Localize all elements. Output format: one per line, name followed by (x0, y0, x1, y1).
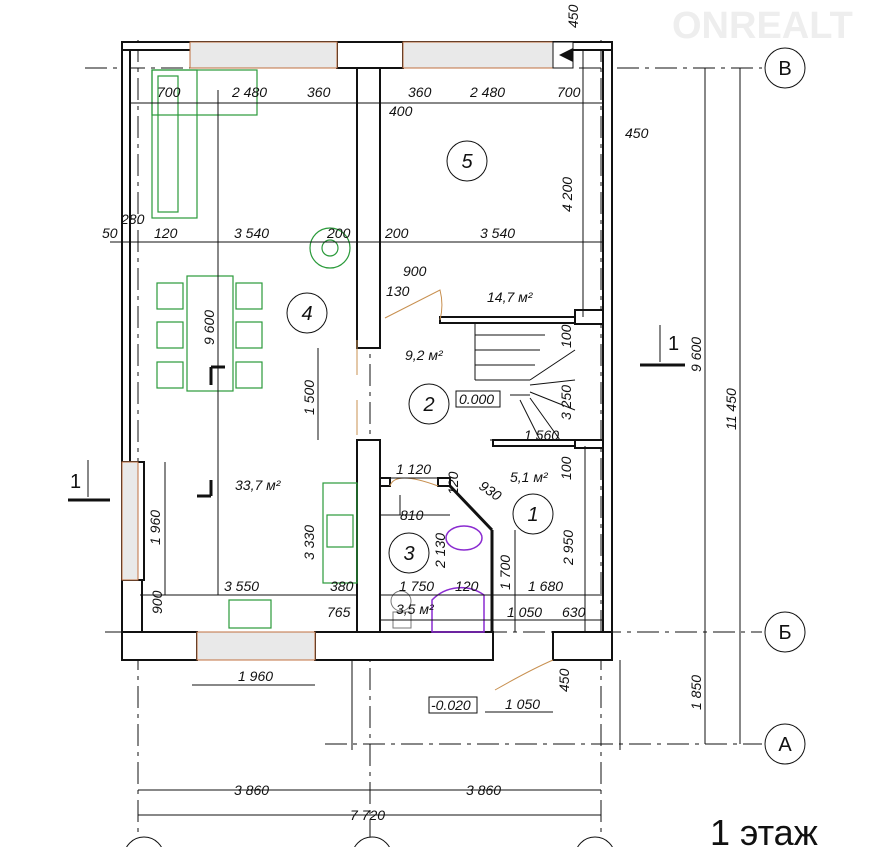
svg-text:380: 380 (330, 578, 354, 594)
svg-text:700: 700 (557, 84, 581, 100)
walls (121, 41, 613, 661)
room-3: 3 3,5 м² (388, 532, 435, 617)
svg-text:-0.020: -0.020 (431, 697, 471, 713)
svg-text:3 540: 3 540 (480, 225, 515, 241)
svg-text:9 600: 9 600 (201, 310, 217, 345)
dimension-texts: 700 2 480 360 400 360 2 480 700 450 450 … (102, 4, 739, 823)
svg-text:280: 280 (120, 211, 145, 227)
svg-text:5,1 м²: 5,1 м² (510, 469, 549, 485)
svg-text:2 480: 2 480 (469, 84, 505, 100)
svg-text:4 200: 4 200 (559, 177, 575, 212)
svg-text:810: 810 (400, 507, 424, 523)
svg-text:33,7 м²: 33,7 м² (235, 477, 282, 493)
svg-text:450: 450 (556, 668, 572, 692)
room-5: 5 14,7 м² (446, 140, 534, 305)
svg-text:1: 1 (70, 471, 81, 493)
staircase (474, 323, 576, 441)
svg-text:3 330: 3 330 (301, 525, 317, 560)
svg-text:4: 4 (301, 303, 312, 325)
room-4: 4 33,7 м² (235, 292, 328, 493)
room-2: 2 9,2 м² (405, 347, 450, 425)
svg-text:50: 50 (102, 225, 118, 241)
svg-text:700: 700 (157, 84, 181, 100)
svg-text:1 050: 1 050 (507, 604, 542, 620)
svg-text:1 700: 1 700 (497, 555, 513, 590)
svg-text:5: 5 (461, 151, 473, 173)
axis-marker-v: В (764, 47, 806, 89)
svg-text:1 960: 1 960 (238, 668, 273, 684)
svg-text:1 850: 1 850 (688, 675, 704, 710)
svg-text:1 500: 1 500 (301, 380, 317, 415)
dining-table (156, 275, 263, 392)
floor-title: 1 этаж (710, 812, 818, 847)
svg-text:450: 450 (625, 125, 649, 141)
svg-text:3 540: 3 540 (234, 225, 269, 241)
svg-text:В: В (778, 58, 791, 80)
svg-text:3: 3 (403, 543, 414, 565)
svg-text:130: 130 (386, 283, 410, 299)
svg-text:1: 1 (527, 504, 538, 526)
svg-text:930: 930 (476, 477, 504, 504)
svg-text:900: 900 (403, 263, 427, 279)
section-marker-left: 1 (68, 460, 110, 502)
axis-marker-b: Б (764, 611, 806, 653)
svg-text:1 960: 1 960 (147, 510, 163, 545)
svg-text:1 560: 1 560 (524, 427, 559, 443)
svg-text:2: 2 (422, 394, 434, 416)
svg-text:Б: Б (778, 622, 791, 644)
svg-text:3 250: 3 250 (558, 385, 574, 420)
svg-text:100: 100 (558, 324, 574, 348)
axis-marker-a: А (764, 723, 806, 765)
svg-text:1: 1 (668, 333, 679, 355)
plant-icon (309, 227, 351, 269)
svg-text:3,5 м²: 3,5 м² (396, 601, 435, 617)
svg-text:0.000: 0.000 (459, 391, 494, 407)
svg-text:1 120: 1 120 (396, 461, 431, 477)
svg-text:1 050: 1 050 (505, 696, 540, 712)
axis-lines (85, 40, 762, 847)
svg-text:120: 120 (154, 225, 178, 241)
stair-arrow-icon (552, 41, 574, 69)
svg-text:3 550: 3 550 (224, 578, 259, 594)
svg-text:9 600: 9 600 (688, 337, 704, 372)
room-1: 1 5,1 м² (510, 469, 554, 535)
svg-text:2 480: 2 480 (231, 84, 267, 100)
axis-markers-bottom (126, 836, 613, 847)
svg-text:11 450: 11 450 (723, 388, 739, 430)
level-marks: 0.000 -0.020 (428, 390, 501, 714)
section-marker-right: 1 (640, 325, 685, 367)
svg-text:400: 400 (389, 103, 413, 119)
svg-text:120: 120 (445, 471, 461, 495)
svg-text:200: 200 (384, 225, 409, 241)
windows (121, 41, 554, 661)
svg-text:9,2 м²: 9,2 м² (405, 347, 444, 363)
svg-text:14,7 м²: 14,7 м² (487, 289, 534, 305)
svg-text:360: 360 (408, 84, 432, 100)
svg-text:А: А (778, 734, 792, 756)
svg-text:200: 200 (326, 225, 351, 241)
svg-text:360: 360 (307, 84, 331, 100)
dimension-lines (110, 50, 741, 816)
svg-text:7 720: 7 720 (350, 807, 385, 823)
svg-text:3 860: 3 860 (466, 782, 501, 798)
svg-text:1 750: 1 750 (399, 578, 434, 594)
svg-text:2 130: 2 130 (432, 533, 448, 569)
svg-text:900: 900 (149, 590, 165, 614)
svg-text:630: 630 (562, 604, 586, 620)
sofa (151, 69, 258, 219)
svg-text:450: 450 (565, 4, 581, 28)
svg-text:1 680: 1 680 (528, 578, 563, 594)
svg-text:120: 120 (455, 578, 479, 594)
doors (356, 289, 554, 691)
watermark: ONREALT (672, 5, 853, 47)
svg-text:3 860: 3 860 (234, 782, 269, 798)
svg-text:100: 100 (558, 456, 574, 480)
kitchen (228, 482, 358, 629)
svg-text:765: 765 (327, 604, 351, 620)
svg-text:2 950: 2 950 (560, 530, 576, 566)
